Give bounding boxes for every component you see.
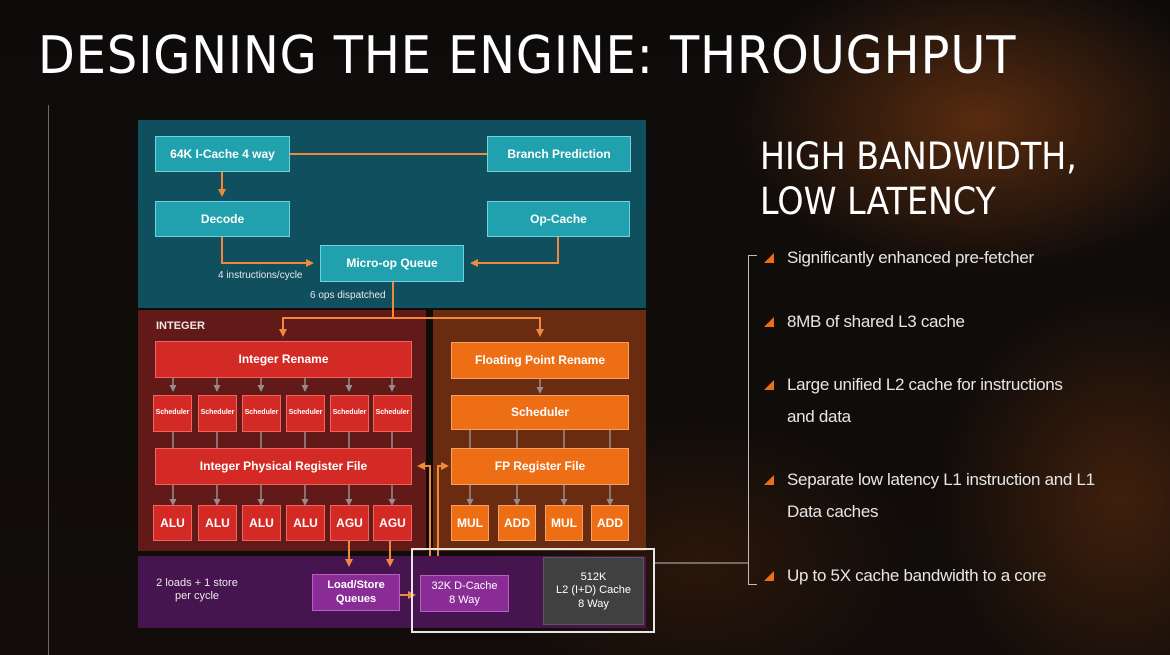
l2-cache-line2: L2 (I+D) Cache xyxy=(556,584,631,597)
int-unit-agu-2: AGU xyxy=(373,505,412,541)
int-unit-agu-1: AGU xyxy=(330,505,369,541)
bullet-1-line1: Significantly enhanced pre-fetcher xyxy=(787,248,1034,267)
icache-box: 64K I-Cache 4 way xyxy=(155,136,290,172)
wire-dcache-to-fprf xyxy=(437,462,449,556)
wire-uopq-to-fp xyxy=(393,317,544,337)
bullet-5-line1: Up to 5X cache bandwidth to a core xyxy=(787,566,1047,585)
bullet-4-line1: Separate low latency L1 instruction and … xyxy=(787,470,1095,489)
micro-op-queue-box: Micro-op Queue xyxy=(320,245,464,282)
subheading: HIGH BANDWIDTH, LOW LATENCY xyxy=(760,134,1077,224)
l1-dcache-line2: 8 Way xyxy=(449,593,480,606)
fp-unit-mul-1: MUL xyxy=(451,505,489,541)
left-divider-line xyxy=(48,105,49,655)
bullet-marker-2 xyxy=(764,317,774,327)
int-scheduler-1: Scheduler xyxy=(153,395,192,432)
int-scheduler-5: Scheduler xyxy=(330,395,369,432)
integer-register-file-box: Integer Physical Register File xyxy=(155,448,412,485)
wire-dcache-to-intprf xyxy=(417,462,431,556)
l2-cache-line3: 8 Way xyxy=(578,597,609,610)
decode-box: Decode xyxy=(155,201,290,237)
l2-cache-box: 512K L2 (I+D) Cache 8 Way xyxy=(543,557,644,625)
bullet-4: Separate low latency L1 instruction and … xyxy=(787,464,1147,528)
dispatch-width-note: 6 ops dispatched xyxy=(310,290,386,301)
int-scheduler-6: Scheduler xyxy=(373,395,412,432)
loads-stores-note-line1: 2 loads + 1 store xyxy=(156,577,238,589)
bullet-4-line2: Data caches xyxy=(787,502,879,521)
bullet-1: Significantly enhanced pre-fetcher xyxy=(787,242,1147,274)
wire-opcache-to-uopq xyxy=(470,237,559,267)
bullets-bracket xyxy=(748,255,757,585)
branch-prediction-box: Branch Prediction xyxy=(487,136,631,172)
bullet-3-line1: Large unified L2 cache for instructions xyxy=(787,375,1063,394)
fp-unit-mul-2: MUL xyxy=(545,505,583,541)
int-unit-alu-4: ALU xyxy=(286,505,325,541)
l1-dcache-line1: 32K D-Cache xyxy=(431,580,498,593)
int-scheduler-4: Scheduler xyxy=(286,395,325,432)
integer-label: INTEGER xyxy=(156,320,205,332)
bullet-3-line2: and data xyxy=(787,407,851,426)
int-scheduler-3: Scheduler xyxy=(242,395,281,432)
wire-decode-to-uopq xyxy=(221,237,314,267)
int-unit-alu-3: ALU xyxy=(242,505,281,541)
bullet-2: 8MB of shared L3 cache xyxy=(787,306,1147,338)
int-unit-alu-1: ALU xyxy=(153,505,192,541)
load-store-queues-box: Load/Store Queues xyxy=(312,574,400,611)
fp-rename-box: Floating Point Rename xyxy=(451,342,629,379)
fp-unit-add-2: ADD xyxy=(591,505,629,541)
int-scheduler-2: Scheduler xyxy=(198,395,237,432)
int-unit-alu-2: ALU xyxy=(198,505,237,541)
load-store-queues-line2: Queues xyxy=(335,592,377,605)
wire-uopq-to-int xyxy=(279,282,394,337)
decode-width-note: 4 instructions/cycle xyxy=(218,270,303,281)
load-store-queues-line1: Load/Store xyxy=(327,579,385,592)
bullet-marker-5 xyxy=(764,571,774,581)
fp-unit-add-1: ADD xyxy=(498,505,536,541)
bullet-3: Large unified L2 cache for instructions … xyxy=(787,369,1147,433)
l1-dcache-box: 32K D-Cache 8 Way xyxy=(420,575,509,612)
bullet-marker-3 xyxy=(764,380,774,390)
slide-title: DESIGNING THE ENGINE: THROUGHPUT xyxy=(38,26,1017,86)
integer-rename-box: Integer Rename xyxy=(155,341,412,378)
subheading-line1: HIGH BANDWIDTH, xyxy=(760,135,1077,178)
loads-stores-note-line2: per cycle xyxy=(174,590,220,602)
fp-scheduler-box: Scheduler xyxy=(451,395,629,430)
bullet-5: Up to 5X cache bandwidth to a core xyxy=(787,560,1147,592)
l2-cache-line1: 512K xyxy=(580,571,607,584)
fp-register-file-box: FP Register File xyxy=(451,448,629,485)
bullet-marker-4 xyxy=(764,475,774,485)
bullet-marker-1 xyxy=(764,253,774,263)
cache-highlight-frame xyxy=(411,548,655,633)
loads-stores-note: 2 loads + 1 store per cycle xyxy=(138,577,256,603)
op-cache-box: Op-Cache xyxy=(487,201,630,237)
bullet-2-line1: 8MB of shared L3 cache xyxy=(787,312,965,331)
subheading-line2: LOW LATENCY xyxy=(760,180,996,223)
